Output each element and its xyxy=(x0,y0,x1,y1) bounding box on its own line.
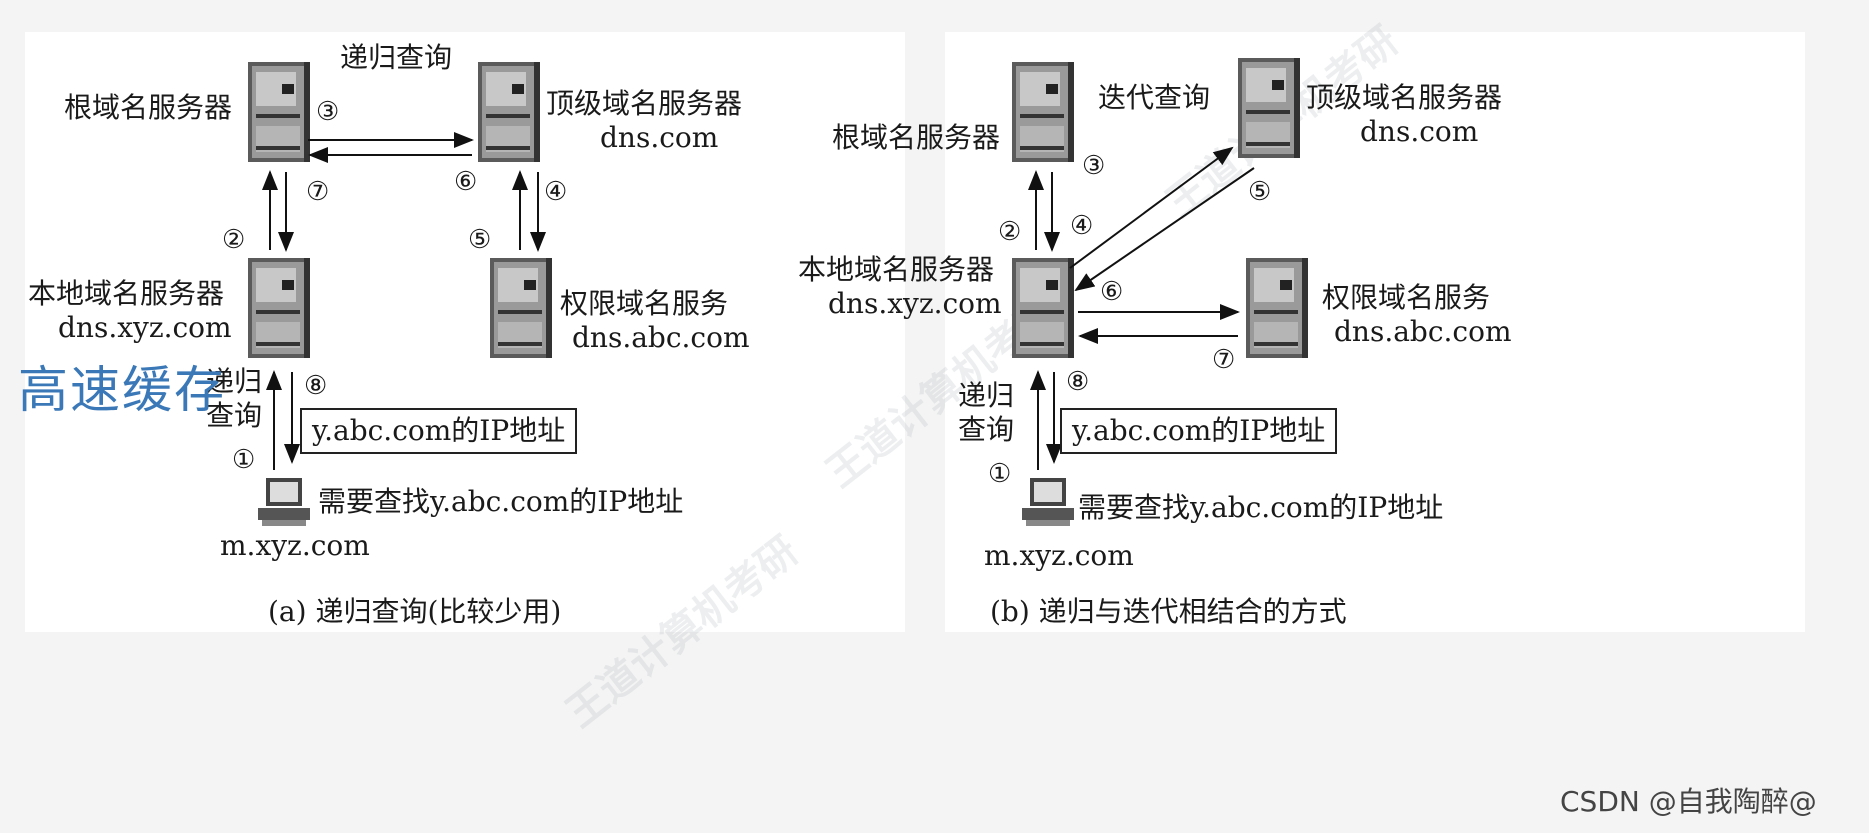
host-domain-label: m.xyz.com xyxy=(984,540,1134,572)
server-icon xyxy=(478,62,540,162)
server-icon xyxy=(1238,58,1300,158)
server-icon xyxy=(248,62,310,162)
tld-server-domain: dns.com xyxy=(1360,116,1478,148)
step-6: ⑥ xyxy=(1100,278,1123,306)
computer-icon xyxy=(258,478,310,526)
local-server-label: 本地域名服务器 xyxy=(798,254,994,286)
step-6: ⑥ xyxy=(454,168,477,196)
server-icon xyxy=(1012,62,1074,162)
step-4: ④ xyxy=(1070,212,1093,240)
root-server-label: 根域名服务器 xyxy=(832,122,1000,154)
right-caption: (b) 递归与迭代相结合的方式 xyxy=(990,590,1347,630)
cache-annotation: 高速缓存 xyxy=(18,350,226,422)
step-8: ⑧ xyxy=(304,372,327,400)
step-7: ⑦ xyxy=(306,178,329,206)
footer-credit: CSDN @自我陶醉@ xyxy=(1560,780,1817,820)
local-server-label: 本地域名服务器 xyxy=(28,278,224,310)
iterative-query-label: 迭代查询 xyxy=(1098,82,1210,114)
step-1: ① xyxy=(988,460,1011,488)
host-need-label: 需要查找y.abc.com的IP地址 xyxy=(318,486,683,518)
host-need-label: 需要查找y.abc.com的IP地址 xyxy=(1078,492,1443,524)
server-icon xyxy=(1246,258,1308,358)
recursive-query-label: 递归查询 xyxy=(340,42,452,74)
recursive-label-2: 查询 xyxy=(958,414,1014,446)
auth-server-domain: dns.abc.com xyxy=(1334,316,1512,348)
answer-box: y.abc.com的IP地址 xyxy=(1060,408,1337,454)
step-2: ② xyxy=(222,226,245,254)
host-domain-label: m.xyz.com xyxy=(220,530,370,562)
local-server-domain: dns.xyz.com xyxy=(58,312,232,344)
tld-server-label: 顶级域名服务器 xyxy=(1306,82,1502,114)
step-5: ⑤ xyxy=(1248,178,1271,206)
step-3: ③ xyxy=(316,98,339,126)
tld-server-domain: dns.com xyxy=(600,122,718,154)
auth-server-label: 权限域名服务 xyxy=(1322,282,1490,314)
server-icon xyxy=(490,258,552,358)
computer-icon xyxy=(1022,478,1074,526)
step-4: ④ xyxy=(544,178,567,206)
step-1: ① xyxy=(232,446,255,474)
answer-box: y.abc.com的IP地址 xyxy=(300,408,577,454)
server-icon xyxy=(1012,258,1074,358)
step-7: ⑦ xyxy=(1212,346,1235,374)
auth-server-label: 权限域名服务 xyxy=(560,288,728,320)
root-server-label: 根域名服务器 xyxy=(64,92,232,124)
left-caption: (a) 递归查询(比较少用) xyxy=(268,590,561,630)
recursive-label-1: 递归 xyxy=(958,380,1014,412)
tld-server-label: 顶级域名服务器 xyxy=(546,88,742,120)
server-icon xyxy=(248,258,310,358)
step-8: ⑧ xyxy=(1066,368,1089,396)
step-3: ③ xyxy=(1082,152,1105,180)
local-server-domain: dns.xyz.com xyxy=(828,288,1002,320)
step-5: ⑤ xyxy=(468,226,491,254)
auth-server-domain: dns.abc.com xyxy=(572,322,750,354)
step-2: ② xyxy=(998,218,1021,246)
